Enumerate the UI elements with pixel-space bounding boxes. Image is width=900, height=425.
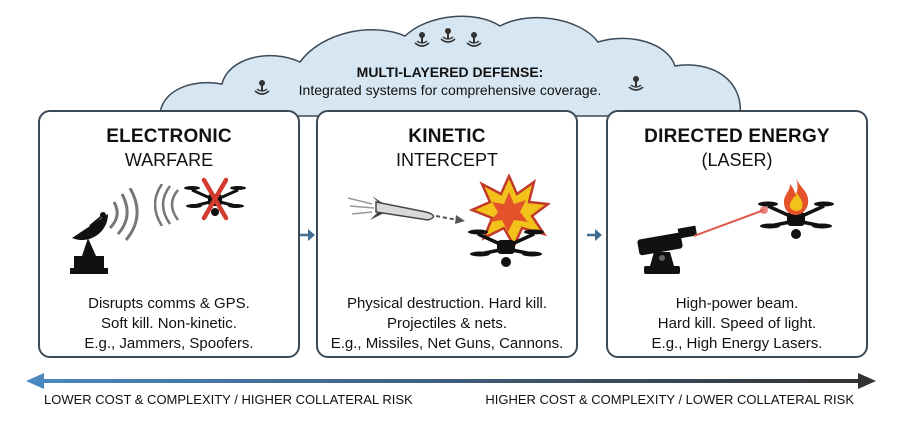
description-line: Soft kill. Non-kinetic. (101, 315, 237, 332)
description-line: High-power beam. (675, 295, 799, 312)
panel-directed-energy: DIRECTED ENERGY (LASER) High-power beam.… (606, 110, 868, 358)
scale-arrow (26, 373, 876, 389)
panel-description: Disrupts comms & GPS. Soft kill. Non-kin… (40, 294, 298, 354)
panel-subtitle: (LASER) (701, 150, 773, 170)
panel-kinetic-intercept: KINETIC INTERCEPT Physical destruction. … (316, 110, 578, 358)
flow-arrow-icon (300, 229, 315, 241)
diagram-subtitle: Integrated systems for comprehensive cov… (298, 82, 602, 98)
panel-subtitle: WARFARE (124, 150, 214, 170)
description-line: E.g., Missiles, Net Guns, Cannons. (330, 335, 564, 352)
antenna-icon (414, 32, 430, 47)
description-line: Hard kill. Speed of light. (657, 315, 817, 332)
laser-beam (694, 206, 768, 237)
drone-icon (758, 201, 834, 239)
arrow-icon (436, 215, 465, 224)
panel-subtitle: INTERCEPT (395, 150, 498, 170)
panel-description: Physical destruction. Hard kill. Project… (318, 294, 576, 354)
antenna-icon (466, 32, 482, 47)
panel-title: DIRECTED ENERGY (644, 126, 830, 147)
antenna-icon (254, 80, 270, 95)
laser-cannon-icon (637, 225, 698, 274)
antenna-icon (440, 28, 456, 43)
description-line: E.g., High Energy Lasers. (651, 335, 823, 352)
description-line: Disrupts comms & GPS. (88, 295, 250, 312)
flow-arrow-icon (587, 229, 602, 241)
panel-electronic-warfare: ELECTRONIC WARFARE Disrupts comms & GPS.… (38, 110, 300, 358)
description-line: Projectiles & nets. (386, 315, 508, 332)
diagram-title: MULTI-LAYERED DEFENSE: (356, 64, 544, 80)
panel-description: High-power beam. Hard kill. Speed of lig… (608, 294, 866, 354)
signal-waves-icon (108, 188, 139, 241)
antenna-icon (628, 76, 644, 91)
cross-icon (201, 177, 229, 221)
fire-icon (784, 178, 809, 215)
signal-waves-icon (154, 184, 180, 226)
description-line: Physical destruction. Hard kill. (346, 295, 548, 312)
missile-icon (348, 196, 435, 221)
panel-title: ELECTRONIC (106, 126, 232, 147)
description-line: E.g., Jammers, Spoofers. (84, 335, 254, 352)
panel-title: KINETIC (408, 126, 486, 147)
drone-icon (468, 229, 544, 267)
scale-label-right: HIGHER COST & COMPLEXITY / LOWER COLLATE… (485, 392, 854, 407)
scale-label-left: LOWER COST & COMPLEXITY / HIGHER COLLATE… (44, 392, 413, 407)
satellite-dish-icon (70, 212, 108, 274)
